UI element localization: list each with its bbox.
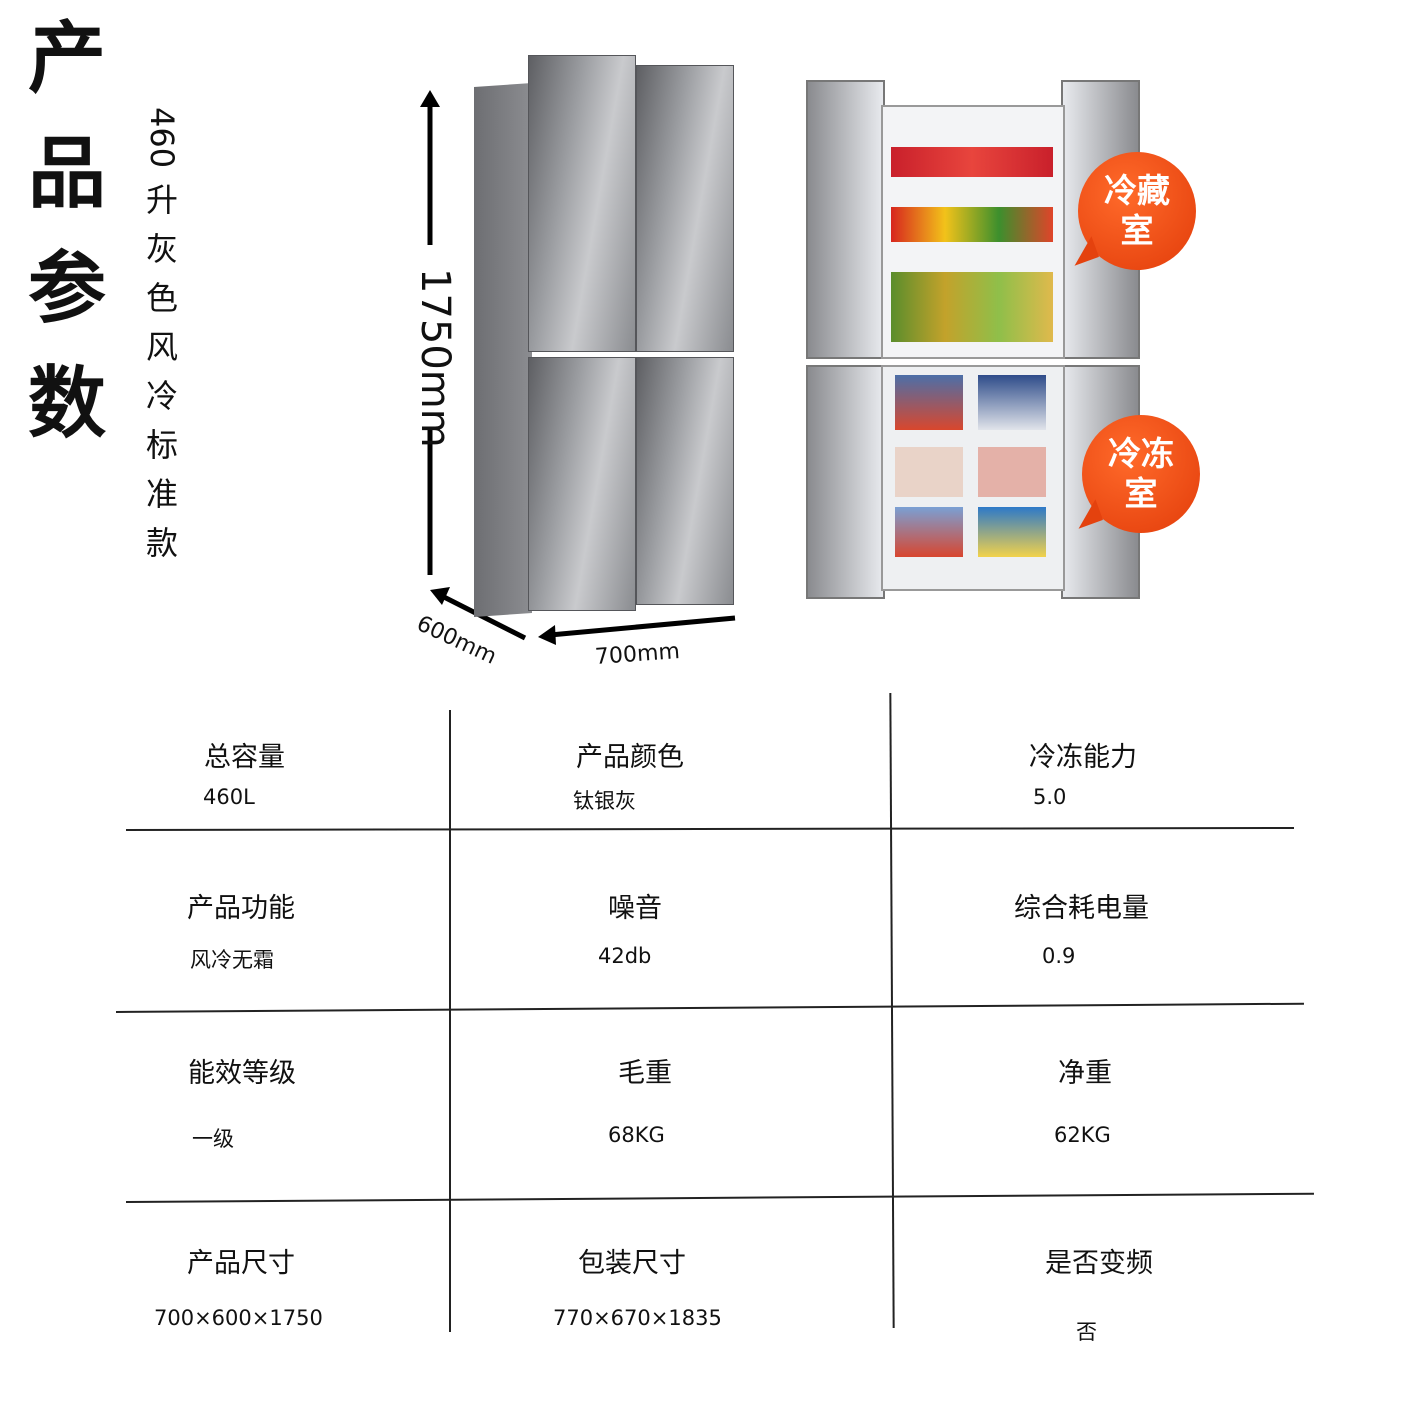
spec-value: 460L (203, 785, 255, 809)
spec-label: 冷冻能力 (1029, 742, 1137, 773)
subtitle-char: 升 (145, 181, 178, 219)
spec-value: 5.0 (1033, 785, 1067, 809)
spec-value: 42db (598, 944, 652, 968)
table-divider (889, 692, 895, 1329)
subtitle-char: 标 (145, 426, 178, 464)
product-subtitle: 460 升 灰 色 风 冷 标 准 款 (142, 100, 182, 568)
badge-text: 冷冻 (1108, 434, 1174, 473)
subtitle-char: 准 (145, 475, 178, 513)
spec-label: 产品尺寸 (187, 1248, 295, 1279)
spec-label: 总容量 (204, 742, 285, 773)
fridge-compartment-badge: 冷藏 室 (1078, 152, 1196, 270)
spec-label: 产品功能 (187, 893, 295, 924)
badge-text: 室 (1120, 211, 1154, 250)
spec-value: 62KG (1054, 1123, 1111, 1147)
subtitle-char: 色 (145, 279, 178, 317)
spec-label: 能效等级 (188, 1058, 296, 1089)
spec-label: 产品颜色 (576, 742, 684, 773)
spec-label: 综合耗电量 (1014, 893, 1149, 924)
table-divider (115, 1002, 1304, 1013)
spec-label: 包装尺寸 (578, 1248, 686, 1279)
fridge-open-image (806, 80, 1140, 610)
table-divider (125, 826, 1294, 831)
spec-label: 净重 (1058, 1058, 1112, 1089)
spec-value: 770×670×1835 (553, 1306, 722, 1330)
dimension-arrows (420, 90, 736, 645)
table-divider (125, 1192, 1314, 1203)
freezer-compartment-badge: 冷冻 室 (1082, 415, 1200, 533)
subtitle-number: 460 (143, 107, 181, 169)
subtitle-char: 灰 (145, 230, 178, 268)
spec-label: 是否变频 (1045, 1248, 1153, 1279)
title-char: 品 (28, 129, 107, 219)
spec-value: 一级 (192, 1127, 234, 1151)
spec-label: 毛重 (618, 1058, 672, 1089)
title-char: 产 (28, 14, 107, 104)
spec-value: 0.9 (1042, 944, 1076, 968)
badge-text: 室 (1124, 474, 1158, 513)
subtitle-char: 款 (145, 524, 178, 562)
table-divider (449, 710, 451, 1332)
spec-value: 钛银灰 (573, 789, 636, 813)
subtitle-char: 风 (145, 328, 178, 366)
spec-value: 700×600×1750 (154, 1306, 323, 1330)
title-char: 参 (28, 244, 107, 334)
spec-value: 风冷无霜 (190, 948, 274, 972)
badge-text: 冷藏 (1104, 171, 1170, 210)
spec-value: 否 (1076, 1320, 1097, 1344)
fridge-closed-image (474, 55, 736, 618)
title-char: 数 (28, 359, 107, 449)
height-label: 1750mm (412, 268, 458, 448)
spec-label: 噪音 (608, 893, 662, 924)
spec-value: 68KG (608, 1123, 665, 1147)
subtitle-char: 冷 (145, 377, 178, 415)
